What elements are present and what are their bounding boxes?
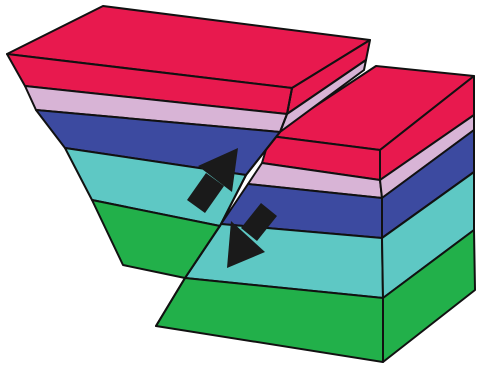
normal-fault-diagram <box>0 0 486 368</box>
